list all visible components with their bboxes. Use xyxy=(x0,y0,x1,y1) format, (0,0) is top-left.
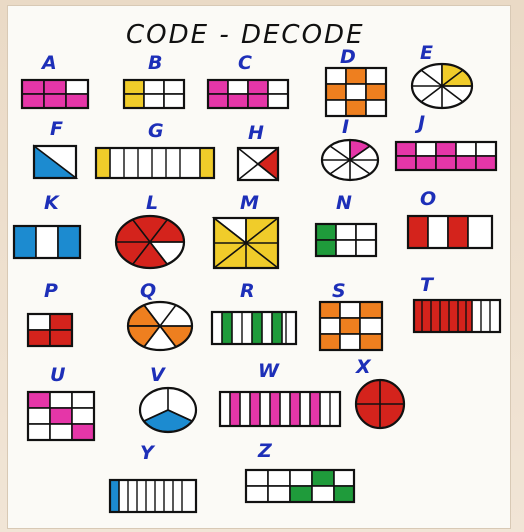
code-v-circle xyxy=(140,388,196,432)
code-o-strip xyxy=(408,216,492,248)
code-t-strip xyxy=(414,300,500,332)
code-s-grid xyxy=(320,302,382,350)
code-a-grid xyxy=(22,80,88,108)
code-h-square xyxy=(238,148,278,180)
code-u-grid xyxy=(28,392,94,440)
code-k-strip xyxy=(14,226,80,258)
code-m-square xyxy=(214,218,278,268)
code-j-grid xyxy=(396,142,496,170)
code-i-circle xyxy=(322,140,378,180)
code-z-grid xyxy=(246,470,354,502)
code-d-grid xyxy=(326,68,386,116)
code-x-circle xyxy=(356,380,404,428)
code-r-strip xyxy=(212,312,296,344)
code-p-grid xyxy=(28,314,72,346)
code-g-strip xyxy=(96,148,214,178)
code-n-grid xyxy=(316,224,376,256)
code-q-circle xyxy=(128,302,192,350)
code-y-strip xyxy=(110,480,196,512)
code-w-strip xyxy=(220,392,340,426)
code-c-grid xyxy=(208,80,288,108)
code-f-square xyxy=(34,146,76,178)
code-e-circle xyxy=(412,64,472,108)
code-l-circle xyxy=(116,216,184,268)
code-b-grid xyxy=(124,80,184,108)
